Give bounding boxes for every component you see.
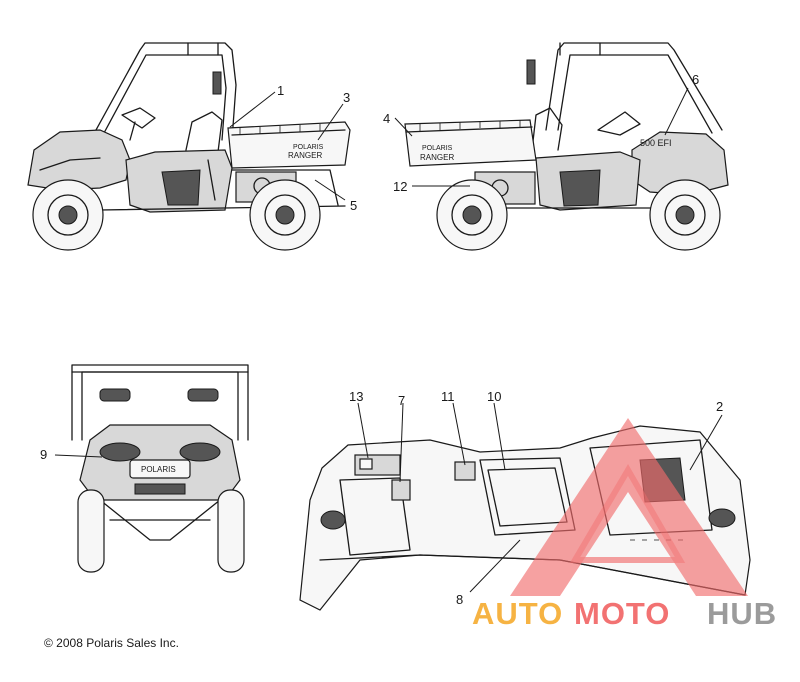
decal-model-badge: 500 EFI — [640, 138, 672, 148]
callout-8: 8 — [456, 592, 463, 607]
vehicle-right-side-view: POLARIS RANGER 500 EFI — [394, 42, 729, 251]
watermark-triangle-icon — [510, 418, 748, 596]
leader-6 — [664, 87, 689, 136]
decal-polaris-right: POLARIS — [422, 145, 453, 152]
automotohub-watermark: AUTO MOTO HUB — [472, 418, 777, 631]
rear-wheel-left — [249, 179, 321, 251]
watermark-hub: HUB — [707, 596, 777, 631]
leader-9 — [54, 454, 103, 458]
callout-2: 2 — [716, 399, 723, 414]
callout-3: 3 — [343, 90, 350, 105]
leader-5 — [314, 179, 346, 201]
callout-1: 1 — [277, 83, 284, 98]
rear-wheel-right — [436, 179, 508, 251]
callout-labels: 1 3 5 4 6 12 9 13 7 11 10 2 8 — [40, 72, 723, 607]
leader-4 — [394, 117, 413, 137]
vehicle-front-view: POLARIS — [54, 364, 249, 573]
decal-polaris-left: POLARIS — [293, 144, 324, 151]
callout-6: 6 — [692, 72, 699, 87]
callout-12: 12 — [393, 179, 407, 194]
front-wheel-front-left — [77, 489, 105, 573]
front-wheel-right — [649, 179, 721, 251]
callout-4: 4 — [383, 111, 390, 126]
callout-9: 9 — [40, 447, 47, 462]
front-wheel-front-right — [217, 489, 245, 573]
leader-13 — [357, 402, 369, 459]
leader-1 — [229, 91, 276, 128]
front-wheel-left — [32, 179, 104, 251]
callout-5: 5 — [350, 198, 357, 213]
leader-8 — [469, 539, 521, 593]
leader-3 — [317, 103, 344, 141]
leader-10 — [493, 402, 506, 471]
vehicle-left-side-view: POLARIS RANGER — [27, 42, 351, 251]
callout-10: 10 — [487, 389, 501, 404]
watermark-auto: AUTO — [472, 596, 563, 631]
copyright-notice: © 2008 Polaris Sales Inc. — [44, 636, 179, 650]
leader-11 — [452, 402, 466, 466]
watermark-moto: MOTO — [574, 596, 670, 631]
decal-front-grille: POLARIS — [141, 465, 176, 474]
leader-2 — [689, 414, 723, 471]
decal-ranger-right: RANGER — [420, 153, 454, 162]
decal-ranger-left: RANGER — [288, 151, 322, 160]
leader-7 — [399, 402, 404, 483]
callout-13: 13 — [349, 389, 363, 404]
callout-11: 11 — [441, 389, 455, 404]
callout-7: 7 — [398, 393, 405, 408]
